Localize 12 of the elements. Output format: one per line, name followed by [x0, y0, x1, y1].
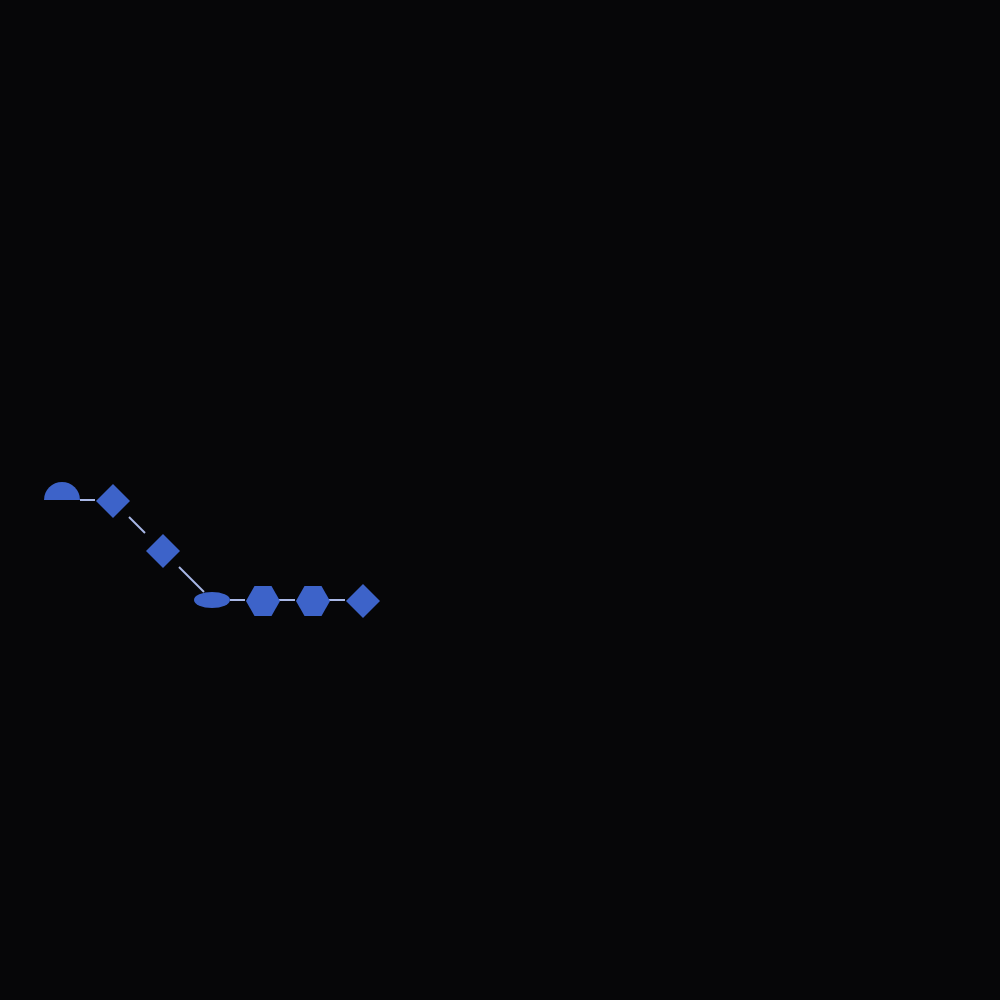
diamond-symbol [95, 483, 129, 517]
connector-line [328, 599, 346, 601]
diamond-symbol [145, 533, 179, 567]
connector-line [278, 599, 296, 601]
connector-line [178, 566, 205, 593]
hexagon-symbol [295, 585, 329, 615]
connector-line [128, 516, 146, 534]
connector-line [79, 499, 96, 501]
connector-line [229, 599, 246, 601]
hexagon-symbol [245, 585, 279, 615]
ellipse-symbol [194, 592, 230, 608]
diamond-symbol [345, 583, 379, 617]
